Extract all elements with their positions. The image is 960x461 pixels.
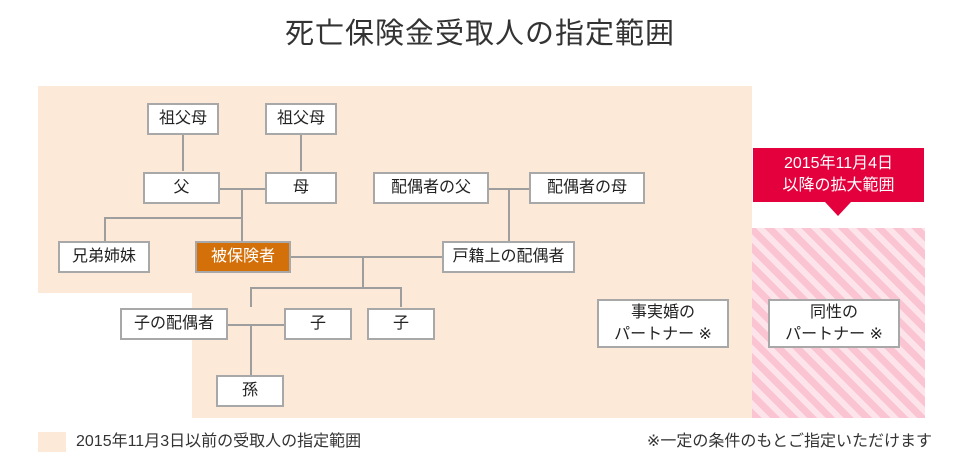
connector-couple-drop — [362, 256, 364, 288]
connector-to-child-2 — [400, 287, 402, 307]
connector-parents-drop — [241, 188, 243, 218]
connector-paternal-grandparents-to-father — [182, 133, 184, 171]
node-grandparents-maternal[interactable]: 祖父母 — [265, 103, 337, 135]
node-spouse-father[interactable]: 配偶者の父 — [373, 172, 489, 204]
node-siblings[interactable]: 兄弟姉妹 — [58, 241, 150, 273]
connector-sibling-bar — [104, 217, 243, 219]
node-insured[interactable]: 被保険者 — [195, 241, 291, 273]
common-law-partner-line-1: 事実婚の — [630, 303, 695, 321]
node-common-law-partner[interactable]: 事実婚の パートナー ※ — [597, 299, 729, 348]
connector-to-child-1 — [250, 287, 252, 307]
node-father[interactable]: 父 — [143, 172, 220, 204]
node-child-2[interactable]: 子 — [367, 308, 435, 340]
connector-children-bar — [250, 287, 402, 289]
page-title: 死亡保険金受取人の指定範囲 — [284, 18, 675, 50]
node-same-sex-partner[interactable]: 同性の パートナー ※ — [768, 299, 900, 348]
connector-maternal-grandparents-to-mother — [300, 133, 302, 171]
node-grandchild[interactable]: 孫 — [216, 375, 284, 407]
expanded-scope-badge: 2015年11月4日 以降の拡大範囲 — [753, 148, 924, 202]
common-law-partner-line-2: パートナー ※ — [614, 325, 712, 343]
badge-line-2: 以降の拡大範囲 — [782, 177, 895, 194]
connector-insured-spouse-marriage — [291, 256, 442, 258]
connector-to-insured — [241, 217, 243, 241]
footnote-text: ※一定の条件のもとご指定いただけます — [646, 433, 932, 450]
connector-spouse-parents-to-spouse — [508, 188, 510, 241]
legend-color-swatch — [38, 432, 66, 452]
node-mother[interactable]: 母 — [265, 172, 337, 204]
connector-child-spouse-marriage — [228, 324, 284, 326]
node-child-spouse[interactable]: 子の配偶者 — [120, 308, 228, 340]
badge-line-1: 2015年11月4日 — [783, 154, 894, 172]
node-legal-spouse[interactable]: 戸籍上の配偶者 — [442, 241, 575, 273]
badge-pointer-icon — [825, 202, 851, 216]
node-child-1[interactable]: 子 — [284, 308, 352, 340]
same-sex-partner-line-1: 同性の — [809, 303, 858, 321]
connector-to-grandchild — [250, 324, 252, 375]
legend-label: 2015年11月3日以前の受取人の指定範囲 — [76, 433, 362, 450]
node-spouse-mother[interactable]: 配偶者の母 — [529, 172, 645, 204]
node-grandparents-paternal[interactable]: 祖父母 — [147, 103, 219, 135]
same-sex-partner-line-2: パートナー ※ — [785, 325, 883, 343]
connector-to-siblings — [104, 217, 106, 241]
